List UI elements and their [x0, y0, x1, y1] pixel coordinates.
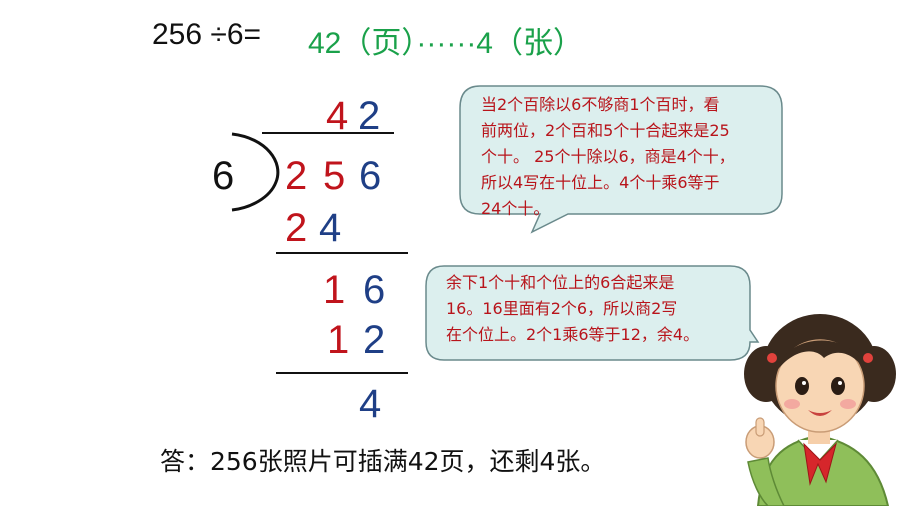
- bubble-2-line: 余下1个十和个位上的6合起来是: [446, 273, 675, 292]
- answer-text: 答：256张照片可插满42页，还剩4张。: [160, 447, 606, 476]
- product-2-ones: 2: [363, 318, 386, 362]
- bubble-1-line: 24个十。: [481, 199, 550, 218]
- speech-bubble-1: [459, 85, 783, 234]
- divisor: 6: [212, 154, 235, 198]
- final-remainder: 4: [359, 382, 382, 426]
- division-bar: [262, 132, 394, 134]
- subtraction-line-1: [276, 252, 408, 254]
- remainder-1-ones: 6: [363, 268, 386, 312]
- equation-result: 42（页）······4（张）: [308, 27, 583, 60]
- dividend-hundreds: 2: [285, 154, 308, 198]
- bubble-1-text: 当2个百除以6不够商1个百时，看 前两位，2个百和5个十合起来是25 个十。 2…: [481, 92, 735, 222]
- product-1-hundreds: 2: [285, 206, 308, 250]
- bubble-2-line: 在个位上。2个1乘6等于12，余4。: [446, 325, 700, 344]
- bubble-1-line: 所以4写在十位上。4个十乘6等于: [481, 173, 720, 192]
- dividend-ones: 6: [359, 154, 382, 198]
- product-2-tens: 1: [327, 318, 350, 362]
- quotient-tens: 4: [326, 94, 349, 138]
- dividend-tens: 5: [323, 154, 346, 198]
- bubble-2-text: 余下1个十和个位上的6合起来是 16。16里面有2个6，所以商2写 在个位上。2…: [446, 270, 699, 348]
- speech-bubble-2: [425, 265, 760, 361]
- division-bracket: [231, 132, 280, 212]
- quotient-ones: 2: [358, 94, 381, 138]
- bubble-1-line: 当2个百除以6不够商1个百时，看: [481, 95, 720, 114]
- product-1-tens: 4: [319, 206, 342, 250]
- bubble-1-line: 前两位，2个百和5个十合起来是25: [481, 121, 730, 140]
- bubble-1-line: 个十。 25个十除以6，商是4个十，: [481, 147, 735, 166]
- subtraction-line-2: [276, 372, 408, 374]
- girl-illustration: [744, 314, 896, 506]
- bubble-2-line: 16。16里面有2个6，所以商2写: [446, 299, 678, 318]
- remainder-1-tens: 1: [323, 268, 346, 312]
- equation-left: 256 ÷6=: [152, 18, 262, 51]
